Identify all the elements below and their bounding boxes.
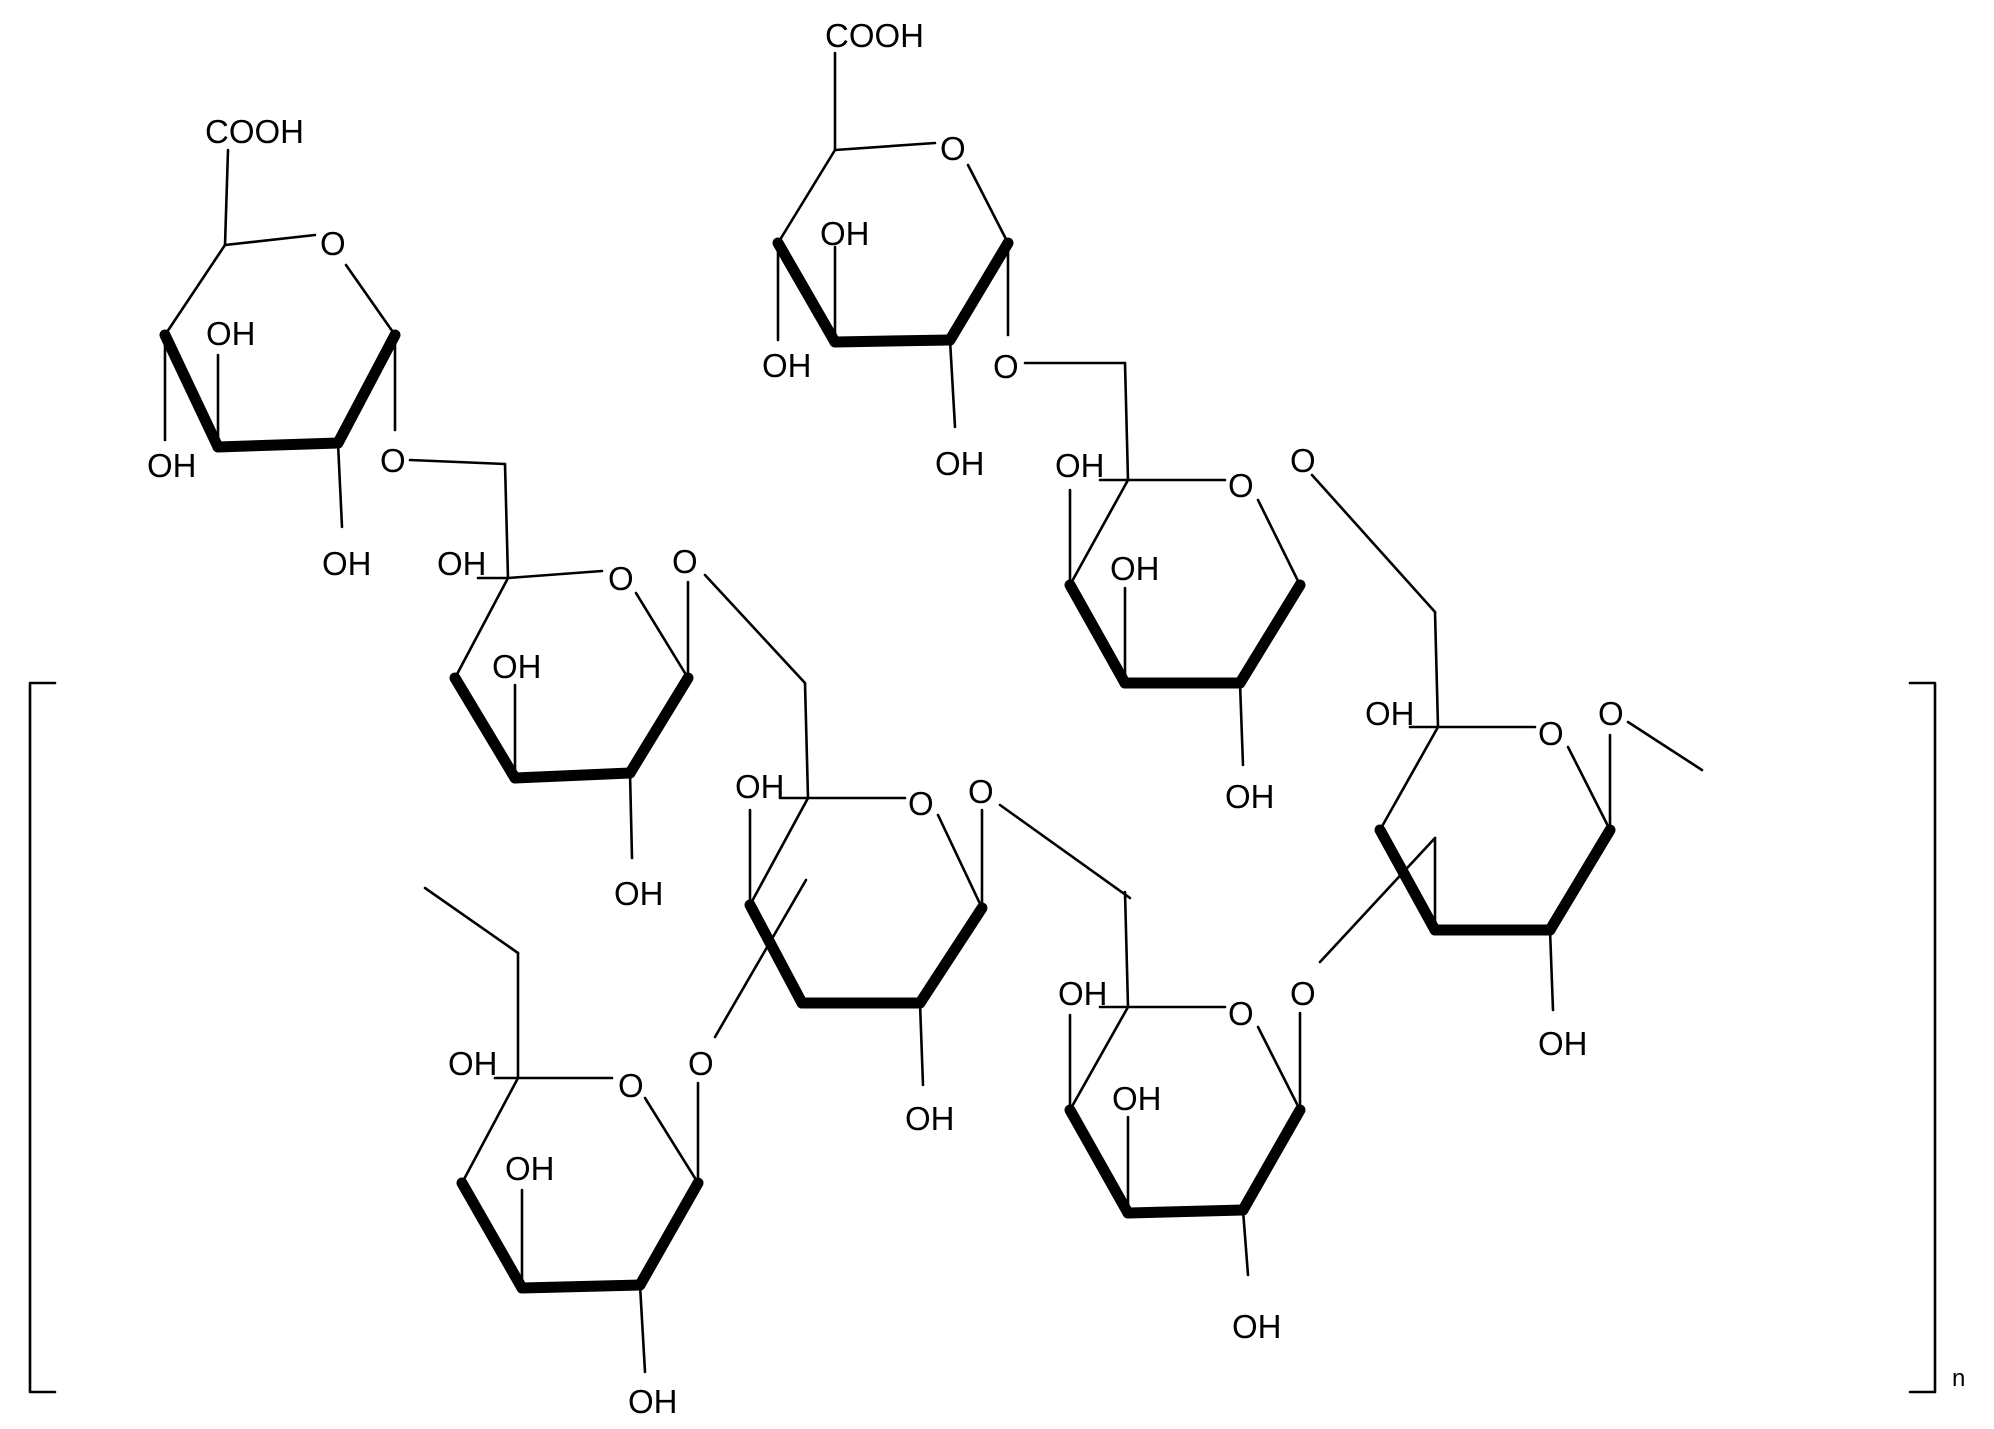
ring-e-oxygen: O [940, 130, 966, 167]
oh-label: OH [1538, 1025, 1588, 1062]
oh-label: OH [1058, 975, 1108, 1012]
ring-g: O OH OH O O [1290, 610, 1704, 1062]
oh-label: OH [1055, 447, 1105, 484]
oh-label: OH [147, 447, 197, 484]
ring-d-oxygen: O [618, 1067, 644, 1104]
oh-label: OH [505, 1150, 555, 1187]
ring-c: O OH OH O O [688, 681, 1132, 1137]
cooh-label: COOH [825, 17, 924, 54]
ring-g-oxygen: O [1538, 715, 1564, 752]
oh-label: OH [448, 1045, 498, 1082]
oh-label: OH [492, 648, 542, 685]
oh-label: OH [628, 1383, 678, 1420]
glycosidic-oxygen: O [968, 773, 994, 810]
ring-h: O OH OH OH [1058, 890, 1306, 1345]
oh-label: OH [1225, 778, 1275, 815]
oh-label: OH [322, 545, 372, 582]
ring-h-oxygen: O [1228, 995, 1254, 1032]
ring-d: O OH OH OH [423, 886, 704, 1420]
cooh-label: COOH [205, 113, 304, 150]
oh-label: OH [935, 445, 985, 482]
ring-f-oxygen: O [1228, 467, 1254, 504]
oh-label: OH [1365, 695, 1415, 732]
oh-label: OH [735, 768, 785, 805]
ring-f: O OH OH OH O [1055, 361, 1437, 815]
oh-label: OH [820, 215, 870, 252]
oh-label: OH [614, 875, 664, 912]
oh-label: OH [1110, 550, 1160, 587]
oh-label: OH [206, 315, 256, 352]
oh-label: OH [905, 1100, 955, 1137]
glycosidic-oxygen: O [1598, 695, 1624, 732]
glycosidic-oxygen: O [1290, 442, 1316, 479]
oh-label: OH [762, 347, 812, 384]
glycosidic-oxygen: O [672, 543, 698, 580]
oh-label: OH [1232, 1308, 1282, 1345]
left-bracket [28, 681, 57, 1394]
repeat-subscript-n: n [1952, 1365, 1965, 1392]
ring-c-oxygen: O [908, 785, 934, 822]
right-bracket [1908, 681, 1937, 1394]
ring-b: O OH OH OH O [437, 462, 807, 912]
oh-label: OH [1112, 1080, 1162, 1117]
glycosidic-oxygen: O [380, 442, 406, 479]
ring-e: O COOH OH OH OH O [762, 17, 1127, 482]
ring-a-oxygen: O [320, 225, 346, 262]
ring-b-oxygen: O [608, 560, 634, 597]
glycosidic-oxygen: O [1290, 975, 1316, 1012]
glycosidic-oxygen: O [688, 1045, 714, 1082]
oh-label: OH [437, 545, 487, 582]
ring-a: O COOH OH OH OH O [147, 113, 507, 582]
glycosidic-oxygen: O [993, 348, 1019, 385]
